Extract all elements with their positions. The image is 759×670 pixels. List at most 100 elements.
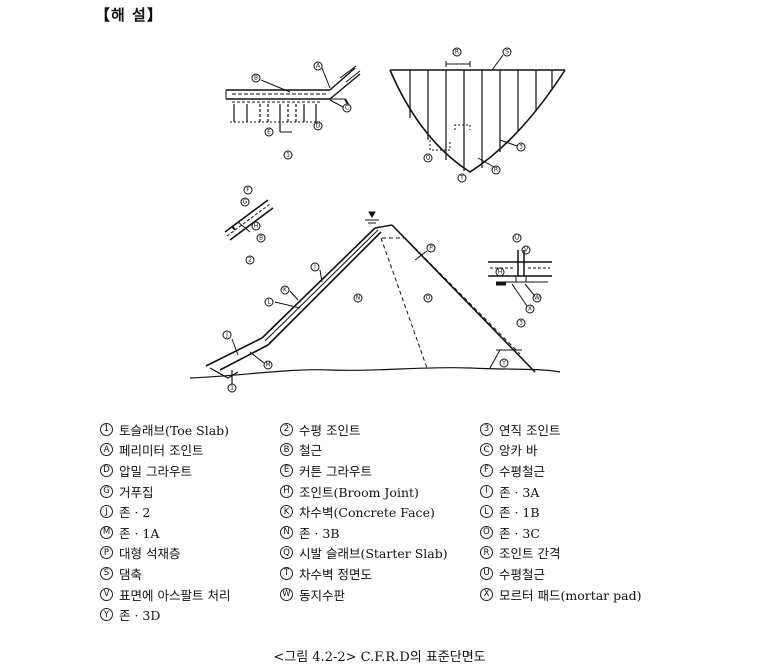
svg-text:F: F <box>246 187 250 194</box>
svg-text:H: H <box>254 223 259 230</box>
legend-item: Y 존 · 3D <box>100 605 280 624</box>
legend-symbol: C <box>480 443 493 457</box>
legend-text: 동지수판 <box>299 587 346 603</box>
legend-symbol: X <box>480 587 493 601</box>
legend-symbol: M <box>100 525 113 539</box>
svg-text:W: W <box>534 295 540 302</box>
svg-text:T: T <box>459 175 464 182</box>
svg-text:H: H <box>498 269 503 276</box>
legend-text: 존 · 3C <box>499 525 540 541</box>
legend-symbol: F <box>480 463 493 477</box>
legend-symbol: N <box>280 525 293 539</box>
legend-symbol: G <box>100 484 113 498</box>
legend-text: 차수벽(Concrete Face) <box>299 505 435 521</box>
legend-text: 대형 석재층 <box>119 546 181 562</box>
legend-text: 거푸집 <box>119 484 154 500</box>
svg-text:I: I <box>314 264 316 271</box>
svg-text:D: D <box>316 123 321 130</box>
svg-text:R: R <box>494 167 498 174</box>
figure-caption: <그림 4.2-2> C.F.R.D의 표준단면도 <box>273 650 486 665</box>
svg-text:P: P <box>429 245 433 252</box>
legend-symbol: O <box>480 525 493 539</box>
svg-text:M: M <box>265 362 270 369</box>
legend-text: 차수벽 정면도 <box>299 566 372 582</box>
detail-horizontal-joint: F G H B 2 <box>224 185 274 265</box>
legend-text: 존 · 3D <box>119 608 161 624</box>
svg-text:Q: Q <box>426 155 431 162</box>
legend-symbol: V <box>100 587 113 601</box>
svg-text:A: A <box>316 63 321 70</box>
legend-item: A 페리미터 조인트 <box>100 440 280 459</box>
svg-text:B: B <box>254 75 258 82</box>
svg-text:O: O <box>426 295 431 302</box>
detail-vertical-joint: U V H W X 3 <box>488 233 552 328</box>
legend-symbol: H <box>280 484 293 498</box>
svg-text:B: B <box>259 235 263 242</box>
legend-text: 앙카 바 <box>499 443 538 459</box>
legend-text: 존 · 1B <box>499 505 540 521</box>
section-heading: 【해 설】 <box>95 6 163 24</box>
legend-symbol: U <box>480 566 493 580</box>
legend-item: U 수평철근 <box>480 564 660 583</box>
svg-text:1: 1 <box>286 152 290 159</box>
svg-text:S: S <box>505 49 509 56</box>
detail-toe-slab: B A C D E 1 <box>225 61 361 160</box>
legend-text: 댐축 <box>119 566 143 582</box>
legend-text: 페리미터 조인트 <box>119 443 204 459</box>
legend-symbol: K <box>280 505 293 519</box>
legend-item: K 차수벽(Concrete Face) <box>280 502 480 521</box>
legend-text: 연직 조인트 <box>499 422 561 438</box>
legend-symbol: Y <box>100 608 113 622</box>
svg-text:2: 2 <box>248 257 252 264</box>
legend-item: 1 토슬래브(Toe Slab) <box>100 420 280 439</box>
legend-text: 존 · 3A <box>499 484 540 500</box>
dam-main-section: 1 J L K I N O P M Y <box>189 211 561 393</box>
legend-symbol: 1 <box>100 422 113 436</box>
legend-symbol: 3 <box>480 422 493 436</box>
svg-text:L: L <box>267 299 271 306</box>
legend-text: 수평 조인트 <box>299 422 361 438</box>
svg-text:E: E <box>267 129 271 136</box>
legend-symbol: L <box>480 505 493 519</box>
legend-text: 수평철근 <box>499 566 546 582</box>
legend-text: 조인트(Broom Joint) <box>299 484 419 500</box>
detail-face-front-view: R S Q T R 3 <box>389 47 566 183</box>
svg-text:3: 3 <box>519 320 523 327</box>
svg-text:U: U <box>515 235 519 242</box>
legend-symbol: E <box>280 463 293 477</box>
legend-item: G 거푸집 <box>100 482 280 501</box>
legend-item: 3 연직 조인트 <box>480 420 660 439</box>
legend-symbol: R <box>480 546 493 560</box>
legend-item: H 조인트(Broom Joint) <box>280 482 480 501</box>
legend-symbol: A <box>100 443 113 457</box>
svg-text:Y: Y <box>501 360 506 367</box>
legend-text: 토슬래브(Toe Slab) <box>119 422 230 438</box>
legend-symbol: D <box>100 463 113 477</box>
svg-text:C: C <box>345 105 349 112</box>
svg-text:R: R <box>455 49 459 56</box>
legend-symbol: J <box>100 505 113 519</box>
svg-text:X: X <box>528 306 532 313</box>
cfrd-section-drawing: B A C D E 1 R S Q T R 3 <box>189 47 566 393</box>
